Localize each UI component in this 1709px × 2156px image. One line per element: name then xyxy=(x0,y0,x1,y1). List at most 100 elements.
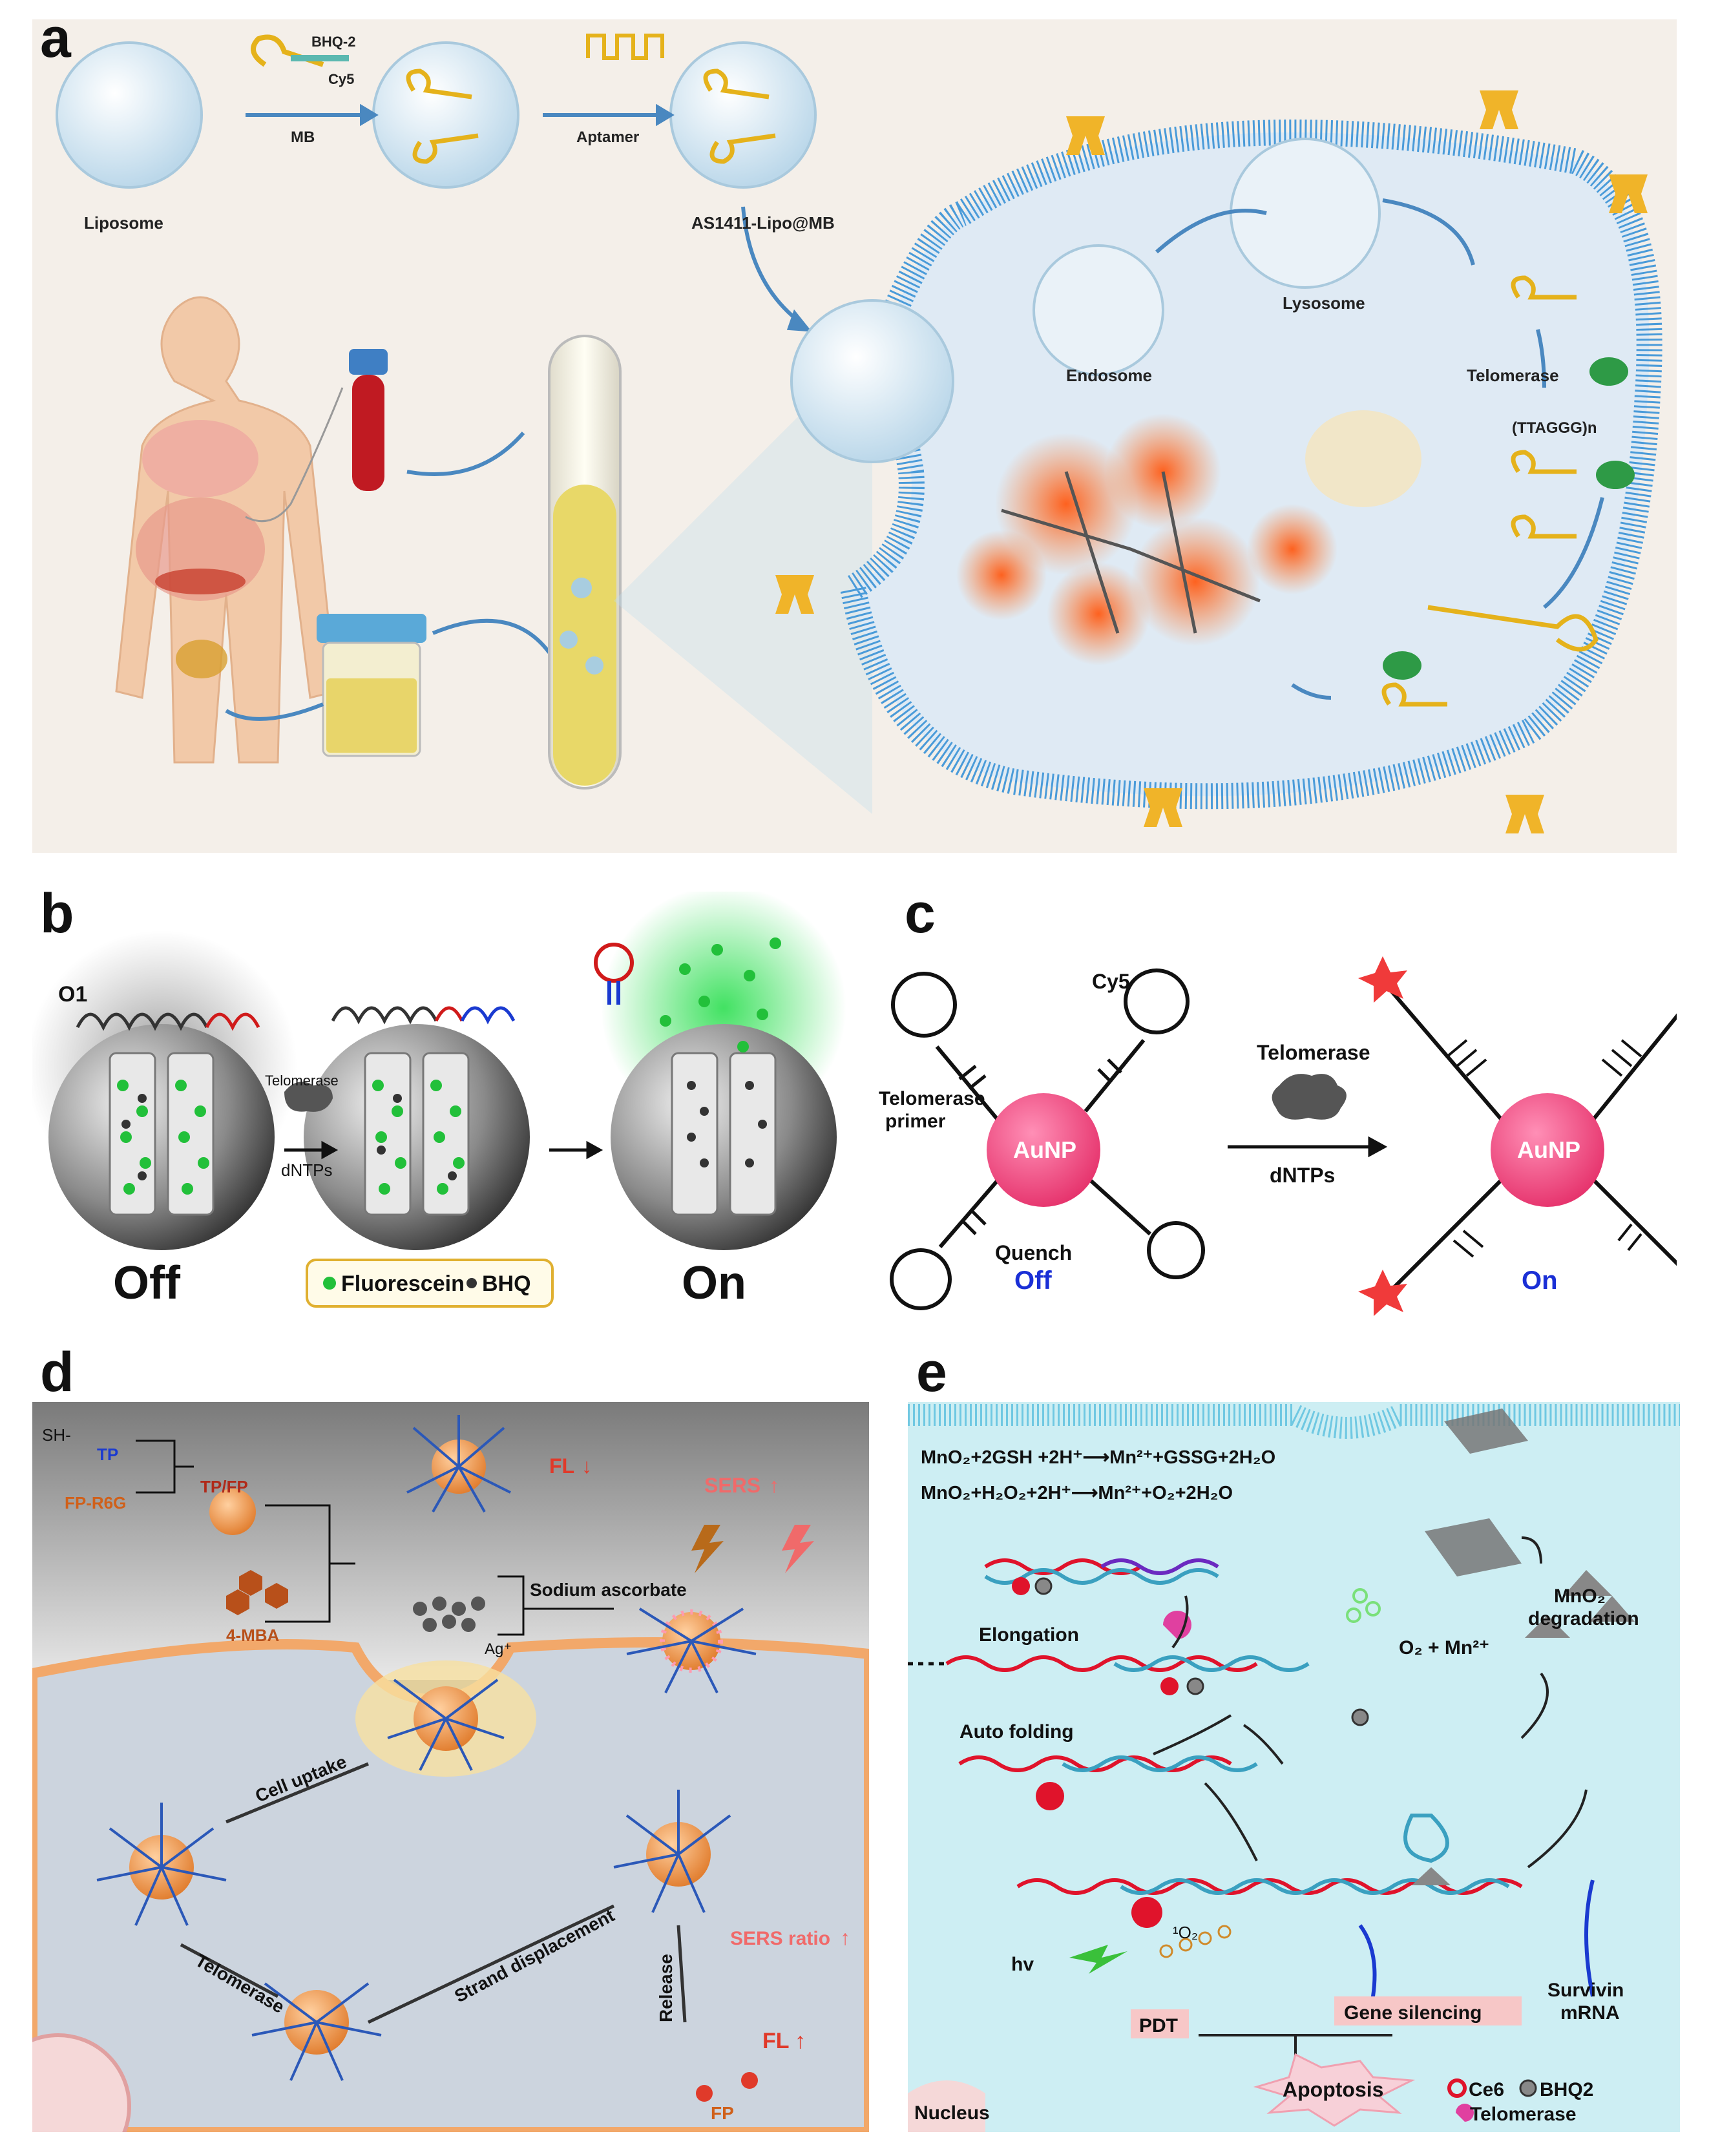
legend-box-b xyxy=(306,1259,554,1308)
label-cy5-c: Cy5 xyxy=(1092,970,1130,993)
sphere-off xyxy=(48,1024,275,1250)
telomerase-pie xyxy=(1163,1611,1191,1639)
label-primer-1: Telomerase xyxy=(879,1088,985,1109)
pores xyxy=(109,1052,777,1216)
label-endosome: Endosome xyxy=(1066,366,1152,385)
label-off-b: Off xyxy=(113,1257,181,1309)
ce6-dots xyxy=(1012,1577,1179,1928)
label-4mba: 4-MBA xyxy=(226,1626,280,1645)
organelle-d xyxy=(32,2033,131,2132)
body-arrows xyxy=(225,432,551,721)
mb-inside-liposomes xyxy=(406,68,776,164)
label-aptamer: Aptamer xyxy=(576,129,639,146)
sphere-mid xyxy=(304,1024,530,1250)
top-arrows xyxy=(246,103,812,332)
gene-silencing-box xyxy=(1334,1996,1522,2025)
label-elongation: Elongation xyxy=(979,1624,1079,1646)
hv-bolt xyxy=(1069,1945,1127,1974)
glyph-fl-up: ↑ xyxy=(795,2029,806,2053)
label-pdt: PDT xyxy=(1139,2015,1178,2036)
hairpin-icon xyxy=(594,943,634,1005)
bhq-dots xyxy=(121,1081,767,1180)
mba-hexagons xyxy=(226,1570,288,1615)
label-fp: FP xyxy=(711,2103,734,2123)
label-tp: TP xyxy=(97,1445,118,1464)
label-eq2: MnO₂+H₂O₂+2H⁺⟶Mn²⁺+O₂+2H₂O xyxy=(921,1483,1233,1503)
panel-c: AuNP AuNP Cy5 Telomerase primer Telomera… xyxy=(866,892,1677,1324)
left-stem-ticks xyxy=(958,1058,1122,1235)
fp-dot-2 xyxy=(741,2072,758,2089)
label-apoptosis: Apoptosis xyxy=(1283,2078,1383,2101)
nucleus-hint xyxy=(1305,410,1421,507)
bladder xyxy=(176,640,227,678)
label-eq1: MnO₂+2GSH +2H⁺⟶Mn²⁺+GSSG+2H₂O xyxy=(921,1447,1275,1468)
legend-fluorescein: Fluorescein xyxy=(341,1272,465,1296)
d-flow-arrows xyxy=(180,1762,687,2024)
c-arrow xyxy=(1228,1136,1388,1158)
label-mb: MB xyxy=(291,129,315,146)
panel-a-illustration: BHQ-2 Cy5 MB Aptamer Liposome AS1411-Lip… xyxy=(56,34,1662,833)
cy5-stars xyxy=(1358,956,1407,1316)
legend-bhq2: BHQ2 xyxy=(1540,2079,1593,2100)
label-dntps-b: dNTPs xyxy=(281,1160,332,1180)
liposome-aptamer xyxy=(669,41,817,189)
telomerase-steps xyxy=(1381,275,1635,707)
kidneys xyxy=(155,569,246,594)
nanoparticles-d xyxy=(129,1439,723,2055)
label-sh: SH- xyxy=(42,1425,71,1445)
label-o2-mn: O₂ + Mn²⁺ xyxy=(1399,1637,1489,1659)
label-bhq2: BHQ-2 xyxy=(311,34,355,50)
label-sers-ratio: SERS ratio xyxy=(730,1928,830,1949)
label-telomerase-c: Telomerase xyxy=(1257,1041,1370,1064)
sers-bolts xyxy=(691,1525,814,1573)
label-sodium-ascorbate: Sodium ascorbate xyxy=(530,1580,687,1600)
panel-letter-c: c xyxy=(905,883,936,945)
label-fl-up: FL xyxy=(762,2029,790,2053)
label-sers-up: SERS xyxy=(704,1474,760,1497)
label-fp-r6g: FP-R6G xyxy=(65,1493,126,1512)
endosome xyxy=(1033,244,1164,376)
label-primer-2: primer xyxy=(885,1111,946,1132)
panel-d: SH- TP FP-R6G TP/FP 4-MBA Ag⁺ FL ↓ Sodiu… xyxy=(32,1402,869,2132)
pdt-box xyxy=(1131,2009,1189,2038)
panel-a: BHQ-2 Cy5 MB Aptamer Liposome AS1411-Lip… xyxy=(32,19,1677,853)
b-arrows xyxy=(284,1140,603,1160)
panel-e-illustration: MnO₂+2GSH +2H⁺⟶Mn²⁺+GSSG+2H₂O MnO₂+H₂O₂+… xyxy=(908,1404,1680,2132)
panel-c-illustration: AuNP AuNP Cy5 Telomerase primer Telomera… xyxy=(879,956,1677,1316)
label-on-b: On xyxy=(682,1257,746,1309)
label-liposome: Liposome xyxy=(84,213,163,233)
label-aunp-right: AuNP xyxy=(1517,1136,1580,1163)
label-hv: hv xyxy=(1011,1954,1034,1975)
label-survivin-1: Survivin xyxy=(1547,1980,1624,2001)
panel-letter-a: a xyxy=(40,7,71,69)
zoom-cone xyxy=(614,342,872,814)
blood-tube xyxy=(352,375,384,491)
glyph-sers-up: ↑ xyxy=(769,1474,779,1497)
o1-strands xyxy=(76,1006,516,1031)
panel-letter-d: d xyxy=(40,1341,74,1403)
label-telomerase-b: Telomerase xyxy=(265,1073,339,1089)
label-as1411: AS1411-Lipo@MB xyxy=(691,213,835,233)
liposome-mb xyxy=(372,41,519,189)
panel-letter-e: e xyxy=(916,1341,947,1403)
liposome-empty xyxy=(56,41,203,189)
label-telomerase-a: Telomerase xyxy=(1467,366,1559,385)
label-gene-silencing: Gene silencing xyxy=(1344,2002,1482,2024)
legend-bhq: BHQ xyxy=(482,1272,531,1296)
aunp-left xyxy=(987,1093,1100,1207)
cell-arrows xyxy=(1155,198,1604,700)
mb-loop-left xyxy=(251,34,324,67)
lysosome xyxy=(1230,138,1381,289)
label-auto-folding: Auto folding xyxy=(959,1721,1074,1743)
liposome-entering xyxy=(790,299,954,463)
label-mno2-deg-2: degradation xyxy=(1528,1608,1639,1629)
blood-tube-cap xyxy=(349,349,388,375)
telomerase-blob-c xyxy=(1272,1074,1347,1120)
glyph-sers-ratio-up: ↑ xyxy=(840,1926,850,1949)
urine-jar-lid xyxy=(317,614,426,643)
o2-circles xyxy=(1346,1588,1381,1623)
fluorescent-network xyxy=(956,413,1337,665)
legend-ce6: Ce6 xyxy=(1469,2079,1504,2100)
urine-fill xyxy=(326,678,417,753)
label-aunp-left: AuNP xyxy=(1013,1136,1076,1163)
